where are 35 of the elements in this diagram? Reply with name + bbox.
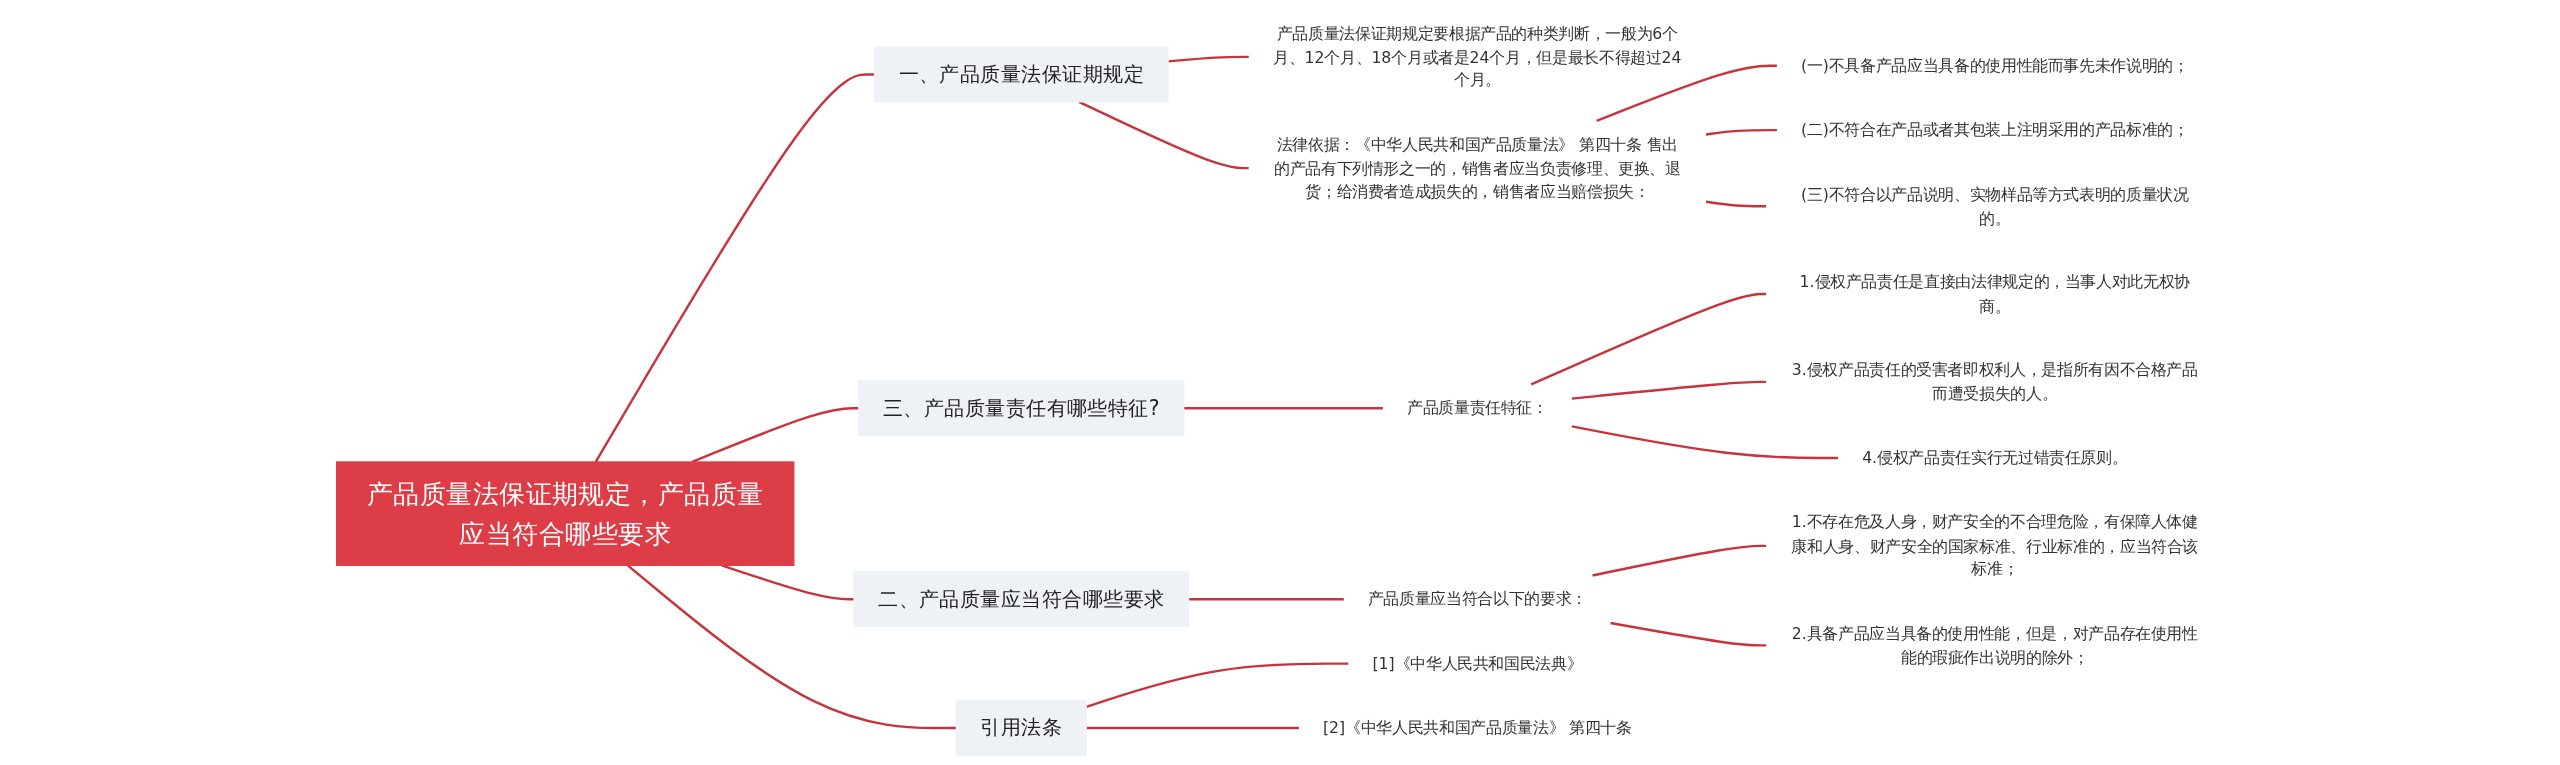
node-text: 产品质量法保证期规定要根据产品的种类判断，一般为6个月、12个月、18个月或者是24个月，但是最长不得超过24个月。 [1273,24,1682,90]
connector [1596,64,1777,123]
node-text: [1]《中华人民共和国民法典》 [1372,654,1583,673]
connector [1705,200,1767,208]
node-text: 2.具备产品应当具备的使用性能，但是，对产品存在使用性能的瑕疵作出说明的除外； [1791,624,2198,666]
connector [1571,380,1767,400]
node-text: 4.侵权产品责任实行无过错责任原则。 [1862,448,2128,467]
connector [1183,407,1383,410]
connector [1188,598,1344,601]
node-text: 1.侵权产品责任是直接由法律规定的，当事人对此无权协商。 [1799,273,2190,315]
node-text: (一)不具备产品应当具备的使用性能而事先未作说明的； [1800,56,2189,75]
connector [1078,100,1249,170]
node-text: (二)不符合在产品或者其包装上注明采用的产品标准的； [1800,120,2189,139]
node-box: 二、产品质量应当符合哪些要求 [853,571,1190,628]
node-text: 法律依据：《中华人民共和国产品质量法》 第四十条 售出的产品有下列情形之一的，销售者应当负责修理、更换、退货；给消费者造成损失的，销售者应当赔偿损失： [1273,135,1681,201]
connector [1705,128,1777,136]
node-box: 引用法条 [955,700,1087,756]
node-text: 1.不存在危及人身，财产安全的不合理危险，有保障人体健康和人身、财产安全的国家标准、行业标准的，应当符合该标准； [1791,513,2199,579]
node-text: (三)不符合以产品说明、实物样品等方式表明的质量状况的。 [1800,185,2189,227]
connector [1610,621,1767,647]
node-box: 一、产品质量法保证期规定 [873,46,1169,103]
node-text: [2]《中华人民共和国产品质量法》 第四十条 [1322,718,1632,737]
node-box: 三、产品质量责任有哪些特征? [858,380,1185,437]
connector [1086,726,1299,730]
connector [594,73,875,463]
connector [721,564,855,601]
node-text: 3.侵权产品责任的受害者即权利人，是指所有因不合格产品而遭受损失的人。 [1791,360,2198,403]
connector [1571,425,1839,460]
node-text: 产品质量应当符合以下的要求： [1367,589,1587,608]
connector [1168,55,1249,63]
connector [1592,544,1767,577]
node-box: 产品质量法保证期规定，产品质量应当符合哪些要求 [336,461,795,566]
connector [626,564,957,730]
connector [1530,292,1767,386]
node-text: 产品质量责任特征： [1406,398,1548,417]
